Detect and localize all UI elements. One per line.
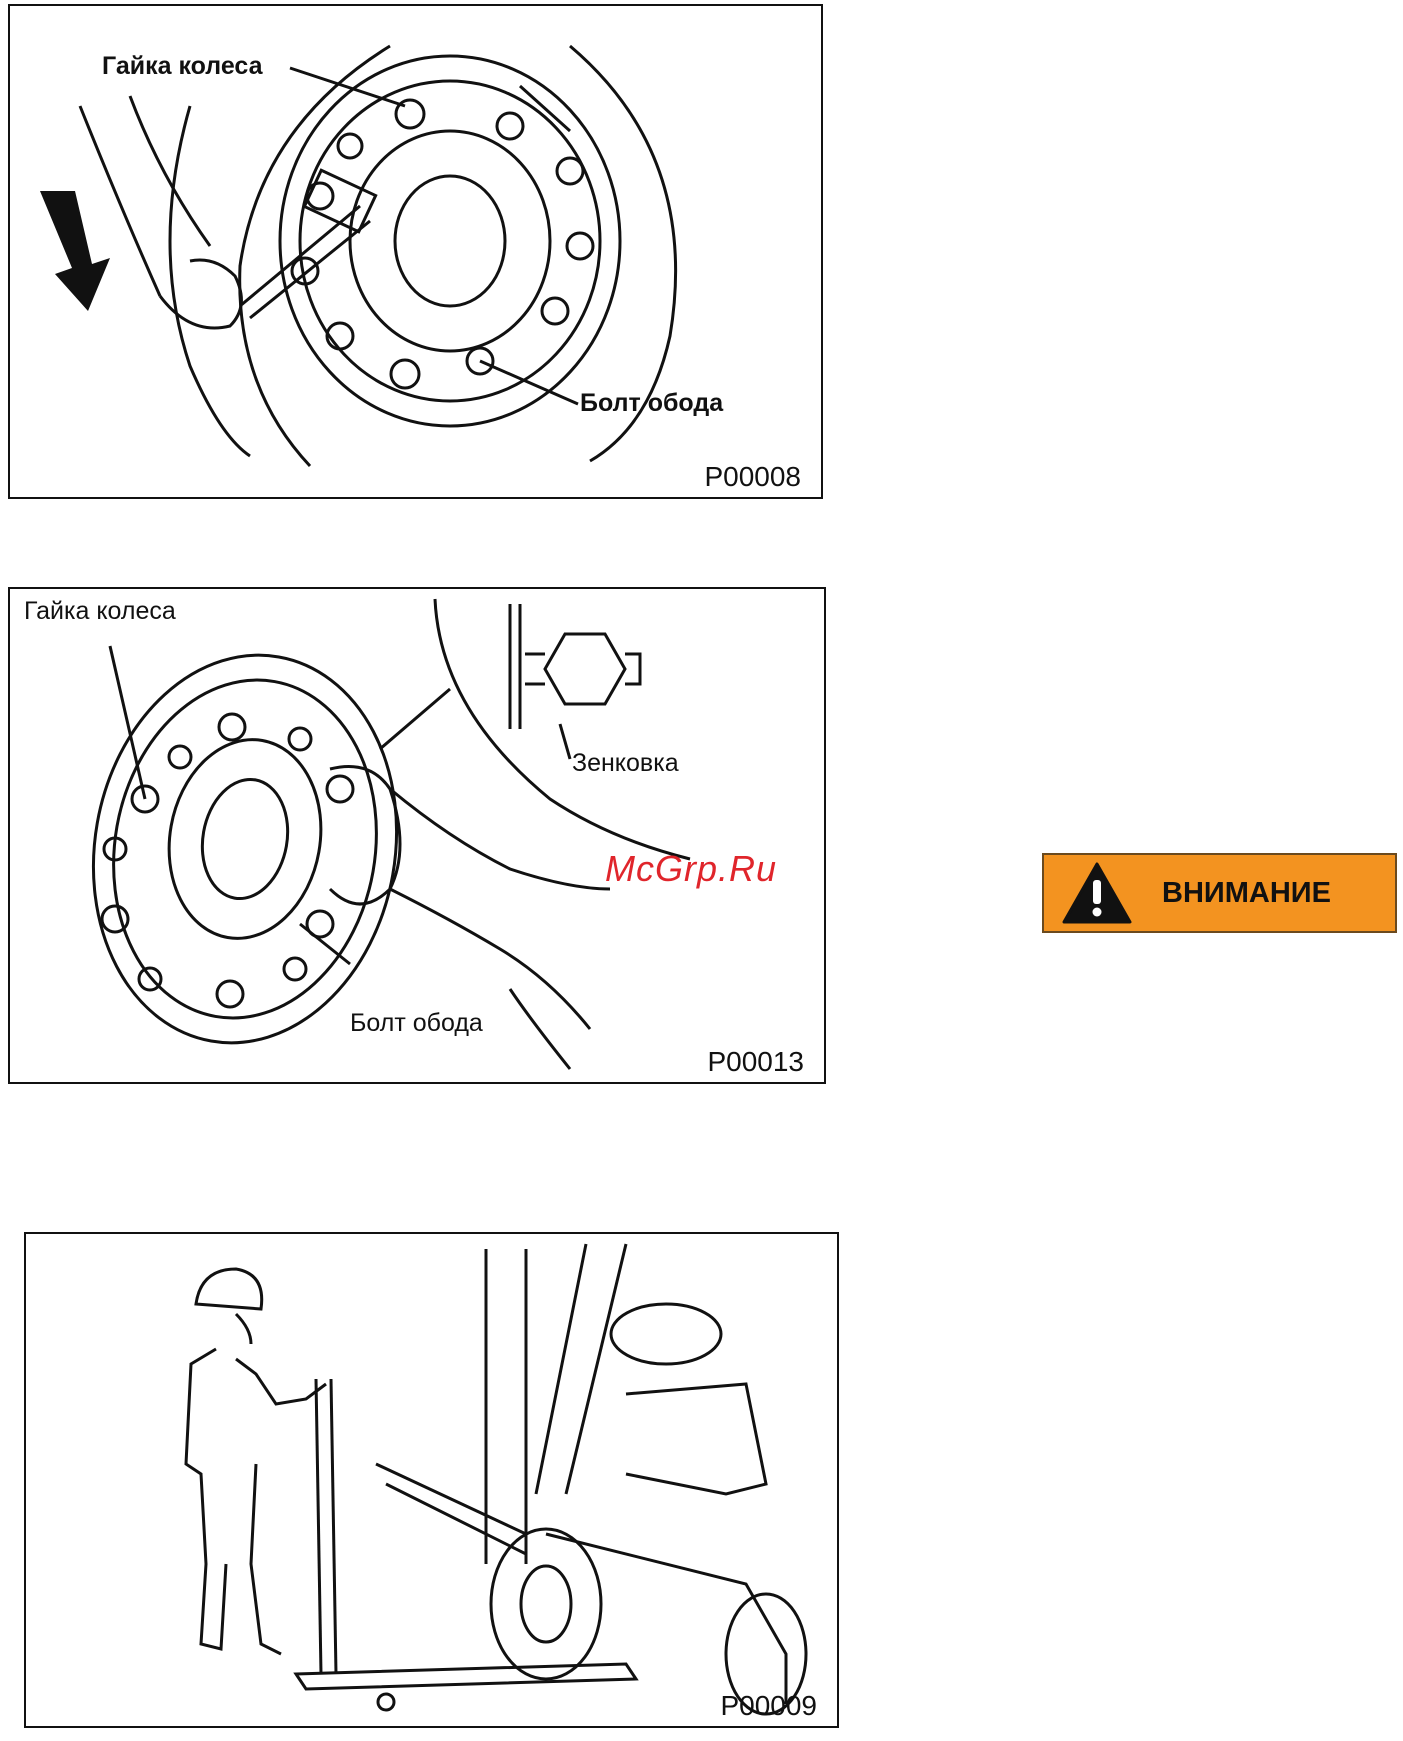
warning-text: ВНИМАНИЕ — [1162, 877, 1331, 910]
label-rim-bolt: Болт обода — [350, 1009, 483, 1038]
label-countersink: Зенковка — [572, 749, 679, 778]
label-rim-bolt: Болт обода — [580, 389, 723, 418]
label-wheel-nut: Гайка колеса — [24, 597, 176, 626]
figure-code: P00013 — [707, 1046, 804, 1078]
figure-forklift-jack: P00009 — [24, 1232, 839, 1728]
forklift-jack-illustration — [26, 1234, 837, 1726]
arrow-down-icon — [40, 191, 110, 311]
watermark-text: McGrp.Ru — [605, 848, 777, 890]
warning-banner: ВНИМАНИЕ — [1042, 853, 1397, 933]
figure-code: P00008 — [704, 461, 801, 493]
figure-code: P00009 — [720, 1690, 817, 1722]
label-wheel-nut: Гайка колеса — [102, 52, 263, 81]
figure-wheel-nut-install: Гайка колеса Зенковка Болт обода P00013 — [8, 587, 826, 1084]
warning-triangle-icon — [1062, 862, 1132, 924]
figure-wheel-nut-wrench: Гайка колеса Болт обода P00008 — [8, 4, 823, 499]
